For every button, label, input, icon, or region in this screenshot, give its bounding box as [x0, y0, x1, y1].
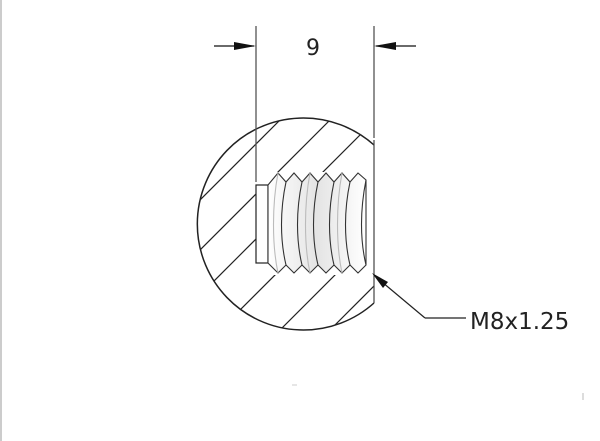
- drill-relief: [255, 184, 269, 264]
- thread-callout: M8x1.25: [470, 309, 569, 335]
- detail-boundary: [196, 117, 375, 331]
- dimension-9: [214, 26, 416, 182]
- thread-callout-leader: [372, 273, 466, 319]
- thread-hole: [267, 172, 367, 274]
- arrowhead-right: [374, 42, 396, 50]
- arrowhead-left: [234, 42, 256, 50]
- leader-arrowhead: [372, 273, 388, 288]
- dimension-value: 9: [306, 36, 320, 61]
